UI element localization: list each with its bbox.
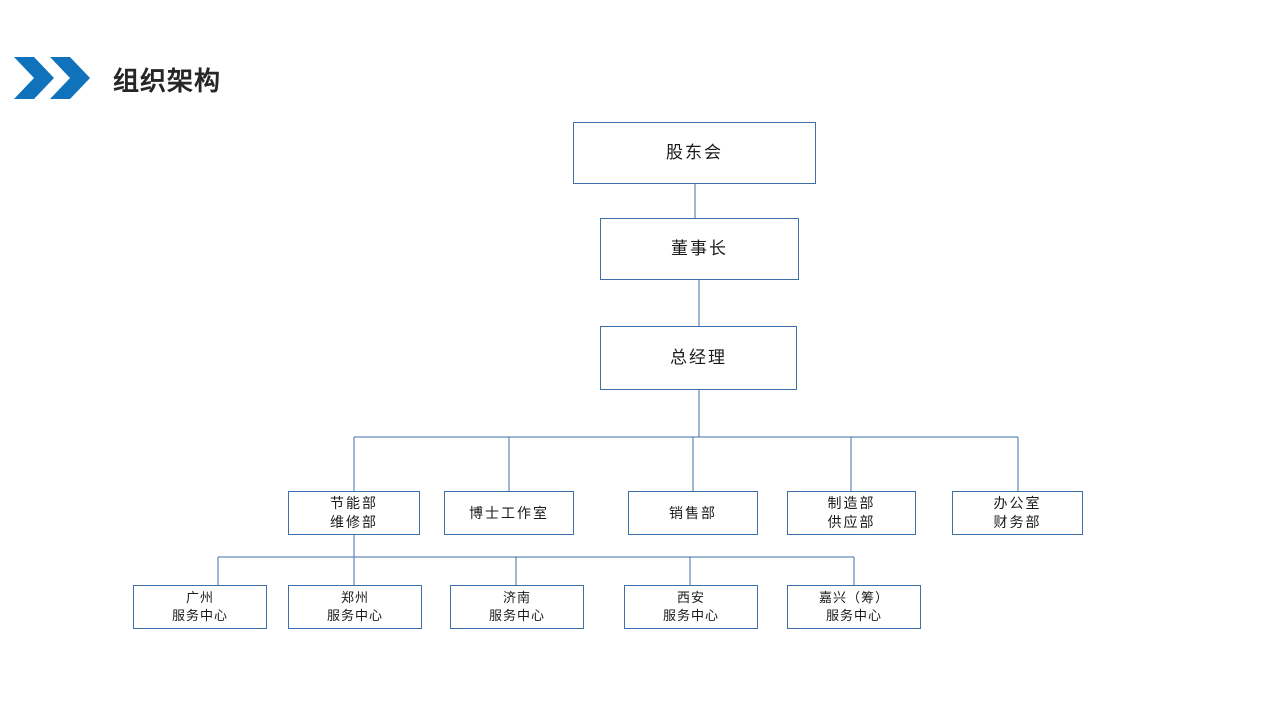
node-office-finance-line-1: 办公室 <box>993 495 1042 511</box>
node-manufacturing-supply-line-1: 制造部 <box>827 495 876 511</box>
node-jinan-center[interactable]: 济南 服务中心 <box>450 585 584 629</box>
node-guangzhou-center-line-1: 广州 <box>185 590 214 605</box>
node-zhengzhou-center-line-2: 服务中心 <box>326 608 383 623</box>
node-chairman-line-1: 董事长 <box>671 239 728 258</box>
node-guangzhou-center[interactable]: 广州 服务中心 <box>133 585 267 629</box>
node-office-finance[interactable]: 办公室 财务部 <box>952 491 1083 535</box>
node-zhengzhou-center[interactable]: 郑州 服务中心 <box>288 585 422 629</box>
node-jiaxing-center-line-2: 服务中心 <box>825 608 882 623</box>
node-sales-line-1: 销售部 <box>669 504 717 521</box>
slide-header: 组织架构 <box>0 0 1280 120</box>
node-manufacturing-supply-line-2: 供应部 <box>827 514 876 530</box>
node-jinan-center-line-2: 服务中心 <box>488 608 545 623</box>
node-xian-center-line-1: 西安 <box>676 590 705 605</box>
node-guangzhou-center-line-2: 服务中心 <box>171 608 228 623</box>
node-doctoral-studio[interactable]: 博士工作室 <box>444 491 574 535</box>
node-general-manager[interactable]: 总经理 <box>600 326 797 390</box>
node-jinan-center-line-1: 济南 <box>502 590 531 605</box>
node-doctoral-studio-line-1: 博士工作室 <box>469 504 549 521</box>
page-title: 组织架构 <box>113 66 222 96</box>
node-energy-maintenance-line-2: 维修部 <box>330 514 378 530</box>
node-chairman[interactable]: 董事长 <box>600 218 799 280</box>
node-energy-maintenance[interactable]: 节能部 维修部 <box>288 491 420 535</box>
node-shareholders-line-1: 股东会 <box>666 143 723 162</box>
node-jiaxing-center[interactable]: 嘉兴（筹） 服务中心 <box>787 585 921 629</box>
node-xian-center[interactable]: 西安 服务中心 <box>624 585 758 629</box>
node-office-finance-line-2: 财务部 <box>993 514 1042 530</box>
node-jiaxing-center-line-1: 嘉兴（筹） <box>818 590 889 605</box>
node-xian-center-line-2: 服务中心 <box>662 608 719 623</box>
node-zhengzhou-center-line-1: 郑州 <box>340 590 369 605</box>
node-sales[interactable]: 销售部 <box>628 491 758 535</box>
node-general-manager-line-1: 总经理 <box>670 348 727 367</box>
node-energy-maintenance-line-1: 节能部 <box>330 495 378 511</box>
node-shareholders[interactable]: 股东会 <box>573 122 816 184</box>
node-manufacturing-supply[interactable]: 制造部 供应部 <box>787 491 916 535</box>
double-chevron-right-icon <box>14 57 90 99</box>
